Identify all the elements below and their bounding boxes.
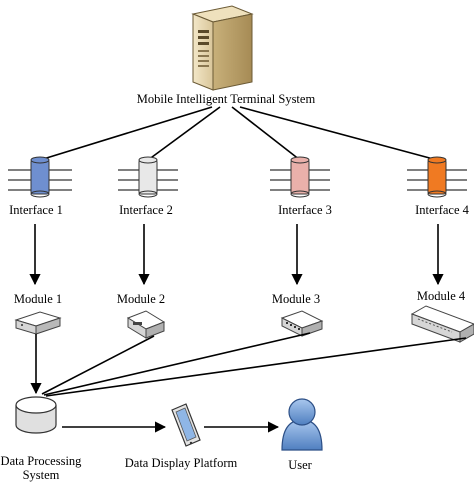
server-label: Mobile Intelligent Terminal System — [137, 92, 316, 106]
server-link-1 — [39, 106, 213, 161]
interface-4-label: Interface 4 — [415, 203, 470, 217]
user-icon — [281, 398, 323, 451]
interface-4-icon — [407, 156, 467, 198]
module-3-label: Module 3 — [272, 292, 320, 306]
module-2-label: Module 2 — [117, 292, 165, 306]
link-module-2-processing — [41, 335, 155, 395]
interface-4: Interface 4 — [407, 156, 470, 217]
server-link-2 — [147, 106, 221, 161]
server-icon — [191, 5, 254, 91]
module-1-label: Module 1 — [14, 292, 62, 306]
interface-2: Interface 2 — [118, 156, 178, 217]
module-processing-links — [30, 332, 467, 397]
interface-1: Interface 1 — [8, 156, 72, 217]
server-link-4 — [239, 106, 438, 161]
module-4-label: Module 4 — [417, 289, 466, 303]
interface-3: Interface 3 — [270, 156, 332, 217]
data-processing-label-line2: System — [23, 468, 60, 482]
link-module-4-processing — [45, 337, 467, 397]
module-2-icon — [126, 310, 166, 339]
interface-module-arrows — [29, 224, 444, 286]
database-icon — [15, 396, 57, 434]
link-module-3-processing — [43, 332, 311, 396]
interface-1-label: Interface 1 — [9, 203, 63, 217]
server-link-3 — [231, 106, 301, 161]
interface-1-icon — [8, 156, 72, 198]
interface-3-icon — [270, 156, 330, 198]
module-3-icon — [280, 310, 324, 337]
tablet-icon — [171, 403, 201, 447]
interface-3-label: Interface 3 — [278, 203, 332, 217]
display-label: Data Display Platform — [125, 456, 238, 470]
module-1-icon — [14, 311, 62, 335]
module-4-icon — [410, 305, 474, 343]
data-processing-label-line1: Data Processing — [1, 454, 83, 468]
server-links — [39, 106, 438, 161]
user-label: User — [288, 458, 312, 472]
interface-2-label: Interface 2 — [119, 203, 173, 217]
interface-2-icon — [118, 156, 178, 198]
